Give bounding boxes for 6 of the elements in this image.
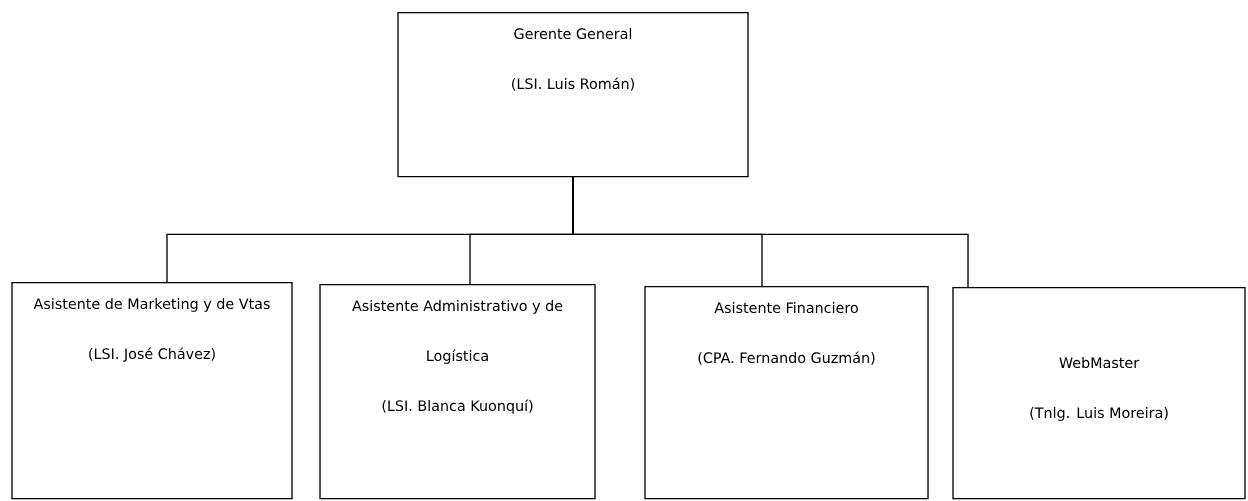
position-box: Asistente de Marketing y de Vtas (LSI. José Chávez) bbox=[11, 282, 293, 500]
connector-line bbox=[572, 176, 969, 288]
manager-box: Gerente General (LSI. Luis Román) bbox=[397, 12, 749, 178]
position-box: WebMaster (Tnlg. Luis Moreira) bbox=[952, 287, 1246, 500]
position-box: Asistente Financiero (CPA. Fernando Guzmán) bbox=[644, 286, 929, 500]
position-box: Asistente Administrativo y de Logística (LSI. Blanca Kuonquí) bbox=[319, 284, 596, 500]
